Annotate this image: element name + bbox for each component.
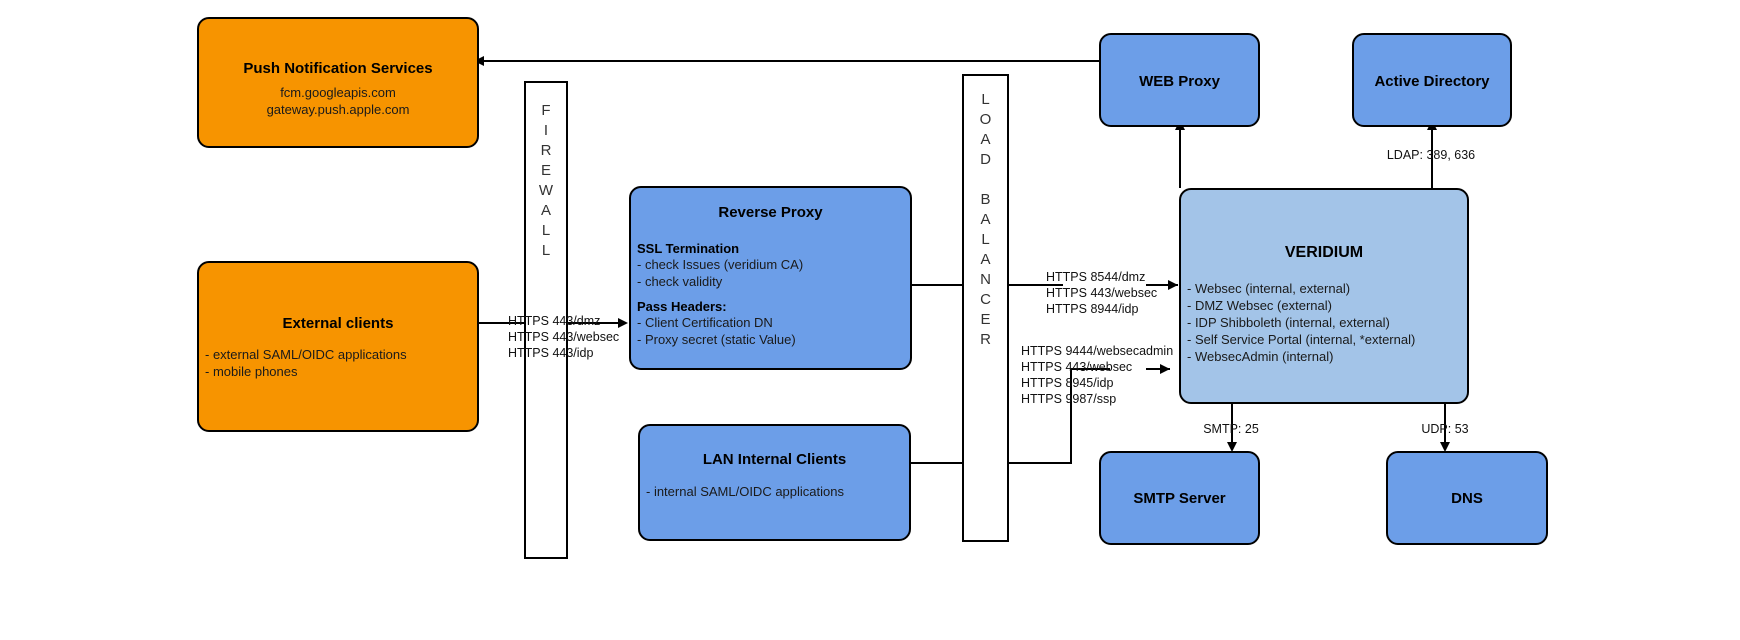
arrowhead-smtp-server bbox=[1227, 442, 1237, 452]
edge-lan-to-veridium bbox=[1070, 368, 1110, 370]
push-notification-services-hosts: fcm.googleapis.com gateway.push.apple.co… bbox=[266, 85, 410, 117]
veridium-services-list: - Websec (internal, external) - DMZ Webs… bbox=[1187, 281, 1416, 364]
arrowhead-veridium-lower bbox=[1160, 364, 1170, 374]
arrowhead-veridium-upper bbox=[1168, 280, 1178, 290]
reverse-proxy-headers-heading: Pass Headers: bbox=[637, 299, 727, 314]
edge-label-veridium-to-smtp: SMTP: 25 bbox=[1203, 422, 1259, 436]
edge-loadbalancer-to-veridium bbox=[1010, 284, 1042, 286]
reverse-proxy-ssl-list: - check Issues (veridium CA) - check val… bbox=[637, 257, 804, 289]
edge-label-external-to-reverse-proxy: HTTPS 443/dmz HTTPS 443/websec HTTPS 443… bbox=[508, 314, 620, 360]
edge-webproxy-to-push bbox=[484, 60, 1100, 62]
load-balancer-label: L O A D B A L A N C E R bbox=[979, 91, 992, 348]
node-push-notification-services[interactable]: Push Notification Services fcm.googleapi… bbox=[197, 17, 479, 148]
external-clients-title: External clients bbox=[282, 315, 394, 332]
edge-ports-to-veridium-lower bbox=[1146, 368, 1170, 370]
reverse-proxy-title: Reverse Proxy bbox=[718, 204, 823, 221]
node-smtp-server[interactable]: SMTP Server bbox=[1099, 451, 1260, 545]
edge-veridium-to-dns bbox=[1444, 404, 1446, 444]
zone-load-balancer: L O A D B A L A N C E R bbox=[962, 74, 1009, 542]
arrowhead-reverse-proxy bbox=[618, 318, 628, 328]
lan-internal-clients-list: - internal SAML/OIDC applications bbox=[646, 484, 844, 499]
active-directory-title: Active Directory bbox=[1374, 73, 1490, 90]
node-dns[interactable]: DNS bbox=[1386, 451, 1548, 545]
node-active-directory[interactable]: Active Directory bbox=[1352, 33, 1512, 127]
node-web-proxy[interactable]: WEB Proxy bbox=[1099, 33, 1260, 127]
reverse-proxy-ssl-heading: SSL Termination bbox=[637, 241, 740, 256]
lan-internal-clients-title: LAN Internal Clients bbox=[702, 451, 847, 468]
node-veridium[interactable]: VERIDIUM - Websec (internal, external) -… bbox=[1179, 188, 1469, 404]
edge-veridium-to-smtp bbox=[1231, 404, 1233, 444]
zone-firewall: F I R E W A L L bbox=[524, 81, 568, 559]
push-notification-services-title: Push Notification Services bbox=[243, 60, 433, 77]
edge-veridium-to-webproxy bbox=[1179, 128, 1181, 188]
edge-veridium-to-activedirectory bbox=[1431, 128, 1433, 188]
smtp-server-title: SMTP Server bbox=[1133, 490, 1226, 507]
veridium-title: VERIDIUM bbox=[1284, 244, 1364, 261]
edge-ports-to-veridium-upper bbox=[1146, 284, 1178, 286]
web-proxy-title: WEB Proxy bbox=[1139, 73, 1220, 90]
dns-title: DNS bbox=[1451, 490, 1483, 507]
edge-label-veridium-to-dns: UDP: 53 bbox=[1421, 422, 1469, 436]
reverse-proxy-headers-list: - Client Certification DN - Proxy secret… bbox=[637, 315, 796, 347]
node-reverse-proxy[interactable]: Reverse Proxy SSL Termination - check Is… bbox=[629, 186, 912, 370]
external-clients-list: - external SAML/OIDC applications - mobi… bbox=[205, 347, 407, 379]
edge-label-veridium-to-active-directory: LDAP: 389, 636 bbox=[1386, 148, 1476, 162]
node-lan-internal-clients[interactable]: LAN Internal Clients - internal SAML/OID… bbox=[638, 424, 911, 541]
node-external-clients[interactable]: External clients - external SAML/OIDC ap… bbox=[197, 261, 479, 432]
firewall-label: F I R E W A L L bbox=[538, 102, 554, 259]
edge-firewall-to-reverseproxy bbox=[568, 322, 618, 324]
edge-lan-riser bbox=[1070, 368, 1072, 464]
arrowhead-dns bbox=[1440, 442, 1450, 452]
edge-external-to-firewall bbox=[478, 322, 548, 324]
edge-label-lan-to-veridium: HTTPS 9444/websecadmin HTTPS 443/websec … bbox=[1021, 344, 1174, 406]
arrowhead-push-notification bbox=[474, 56, 484, 66]
edge-label-reverse-proxy-to-veridium: HTTPS 8544/dmz HTTPS 443/websec HTTPS 89… bbox=[1046, 270, 1158, 316]
